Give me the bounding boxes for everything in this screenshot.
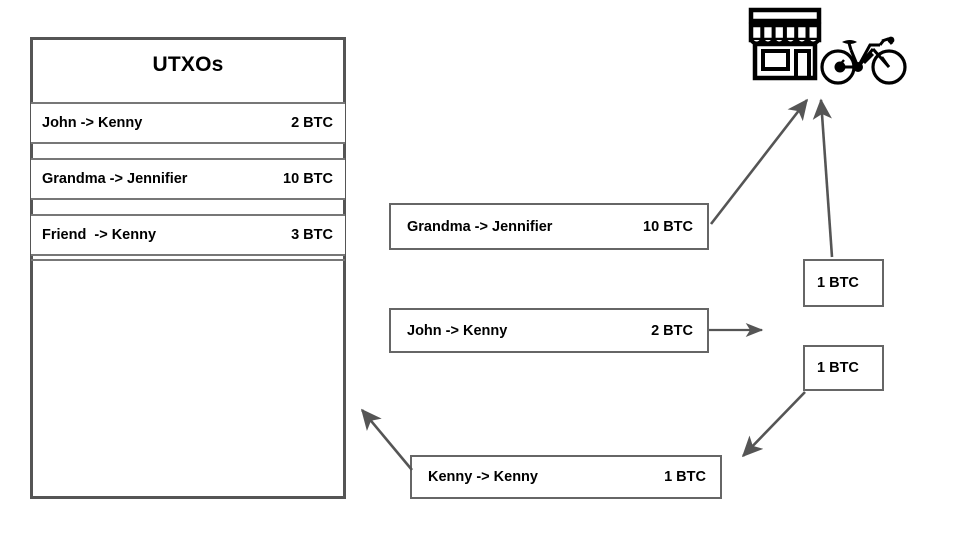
transaction-parties: Grandma -> Jennifier <box>407 218 553 235</box>
utxo-row-amount: 3 BTC <box>291 227 333 243</box>
transaction-box-grandma[interactable]: Grandma -> Jennifier 10 BTC <box>389 203 709 250</box>
arrow-grandma-to-store <box>709 98 809 225</box>
utxo-panel-title: UTXOs <box>152 52 224 76</box>
utxo-row-parties: John -> Kenny <box>42 115 143 131</box>
arrow-output-upper-to-store <box>812 98 834 258</box>
utxo-row-amount: 10 BTC <box>283 171 333 187</box>
utxo-row[interactable]: Grandma -> Jennifier 10 BTC <box>31 158 345 200</box>
utxo-row-amount: 2 BTC <box>291 115 333 131</box>
utxo-row[interactable]: Friend -> Kenny 3 BTC <box>31 214 345 256</box>
transaction-parties: Kenny -> Kenny <box>428 469 538 485</box>
utxo-row-parties: Friend -> Kenny <box>42 227 157 243</box>
arrow-kenny-to-utxo <box>361 408 413 471</box>
transaction-box-kenny[interactable]: Kenny -> Kenny 1 BTC <box>410 455 722 499</box>
output-amount: 1 BTC <box>817 275 859 291</box>
utxo-row-parties: Grandma -> Jennifier <box>42 171 188 187</box>
transaction-amount: 2 BTC <box>651 322 693 339</box>
transaction-parties: John -> Kenny <box>407 322 508 339</box>
output-amount: 1 BTC <box>817 360 859 376</box>
utxo-list-divider <box>31 259 345 261</box>
store-icon <box>748 6 822 84</box>
output-box-lower[interactable]: 1 BTC <box>803 345 884 391</box>
output-box-upper[interactable]: 1 BTC <box>803 259 884 307</box>
utxo-row[interactable]: John -> Kenny 2 BTC <box>31 102 345 144</box>
transaction-amount: 1 BTC <box>664 469 706 485</box>
arrow-output-lower-to-kenny <box>741 391 806 458</box>
transaction-amount: 10 BTC <box>643 218 693 235</box>
transaction-box-john[interactable]: John -> Kenny 2 BTC <box>389 308 709 353</box>
bicycle-icon <box>818 30 910 86</box>
